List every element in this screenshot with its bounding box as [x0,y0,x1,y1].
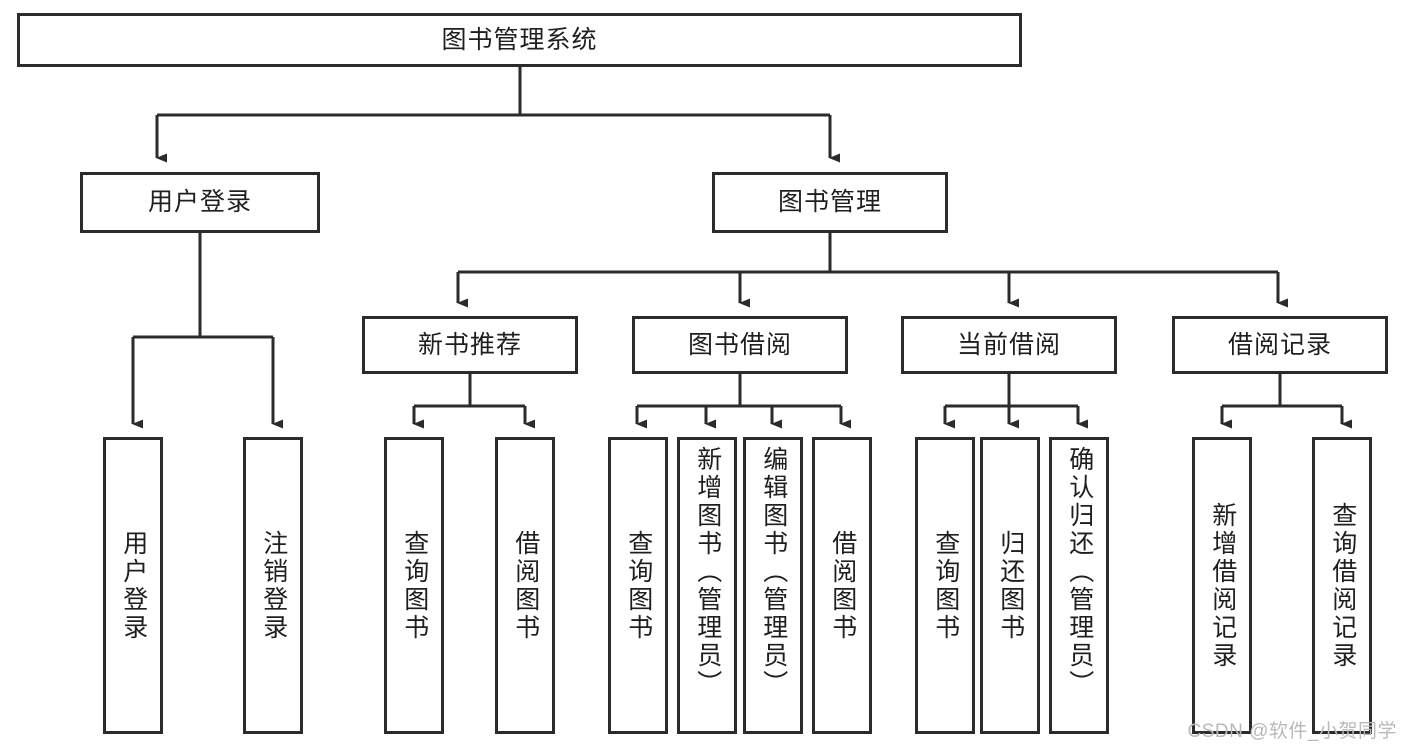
node-label: 新增借阅记录 [1208,501,1237,670]
node-user-login[interactable]: 用户登录 [80,172,320,233]
node-current-borrow[interactable]: 当前借阅 [901,316,1117,374]
edges-root-to-level1 [155,67,840,163]
node-new-book-recommend[interactable]: 新书推荐 [362,316,578,374]
node-label: 归还图书 [996,529,1025,642]
node-label: 图书管理 [777,188,882,216]
node-leaf-query-book-recommend[interactable]: 查询图书 [384,437,444,734]
node-leaf-query-book-borrow[interactable]: 查询图书 [608,437,668,734]
node-label: 借阅图书 [828,529,857,642]
edges-borrowrecord-to-leaves [1220,374,1352,429]
node-label: 确认归还（管理员） [1065,446,1094,698]
node-borrow-record[interactable]: 借阅记录 [1172,316,1388,374]
node-label: 查询图书 [400,529,429,642]
node-leaf-query-borrow-record[interactable]: 查询借阅记录 [1312,437,1372,734]
node-label: 注销登录 [259,529,288,642]
node-root-book-management-system[interactable]: 图书管理系统 [17,13,1022,67]
node-label: 图书借阅 [687,330,792,359]
edges-bookmanagement-to-level2 [456,233,1288,308]
node-leaf-borrow-book-recommend[interactable]: 借阅图书 [495,437,555,734]
node-label: 当前借阅 [956,330,1061,359]
csdn-watermark: CSDN @软件_小贺同学 [1187,721,1397,742]
node-label: 图书管理系统 [441,25,598,54]
node-label: 新书推荐 [417,330,522,359]
node-label: 借阅图书 [511,529,540,642]
node-book-borrow[interactable]: 图书借阅 [632,316,848,374]
node-label: 用户登录 [147,188,252,216]
node-book-management[interactable]: 图书管理 [712,172,948,233]
node-label: 借阅记录 [1227,330,1332,359]
node-leaf-edit-book[interactable]: 编辑图书（管理员） [743,437,803,734]
node-leaf-add-book[interactable]: 新增图书（管理员） [677,437,737,734]
node-leaf-borrow-book[interactable]: 借阅图书 [812,437,872,734]
edges-bookborrow-to-leaves [635,374,851,429]
node-label: 编辑图书（管理员） [759,446,788,698]
edges-currentborrow-to-leaves [943,374,1088,429]
node-leaf-add-borrow-record[interactable]: 新增借阅记录 [1192,437,1252,734]
node-leaf-logout-login[interactable]: 注销登录 [243,437,303,734]
node-label: 新增图书（管理员） [693,446,722,698]
node-label: 用户登录 [119,529,148,642]
edges-userlogin-to-leaves [131,233,283,429]
node-leaf-query-book-current[interactable]: 查询图书 [915,437,975,734]
node-label: 查询图书 [624,529,653,642]
node-leaf-return-book[interactable]: 归还图书 [980,437,1040,734]
node-label: 查询借阅记录 [1328,501,1357,670]
node-leaf-confirm-return[interactable]: 确认归还（管理员） [1049,437,1109,734]
edges-newbook-to-leaves [412,374,535,429]
node-leaf-user-login[interactable]: 用户登录 [103,437,163,734]
node-label: 查询图书 [931,529,960,642]
